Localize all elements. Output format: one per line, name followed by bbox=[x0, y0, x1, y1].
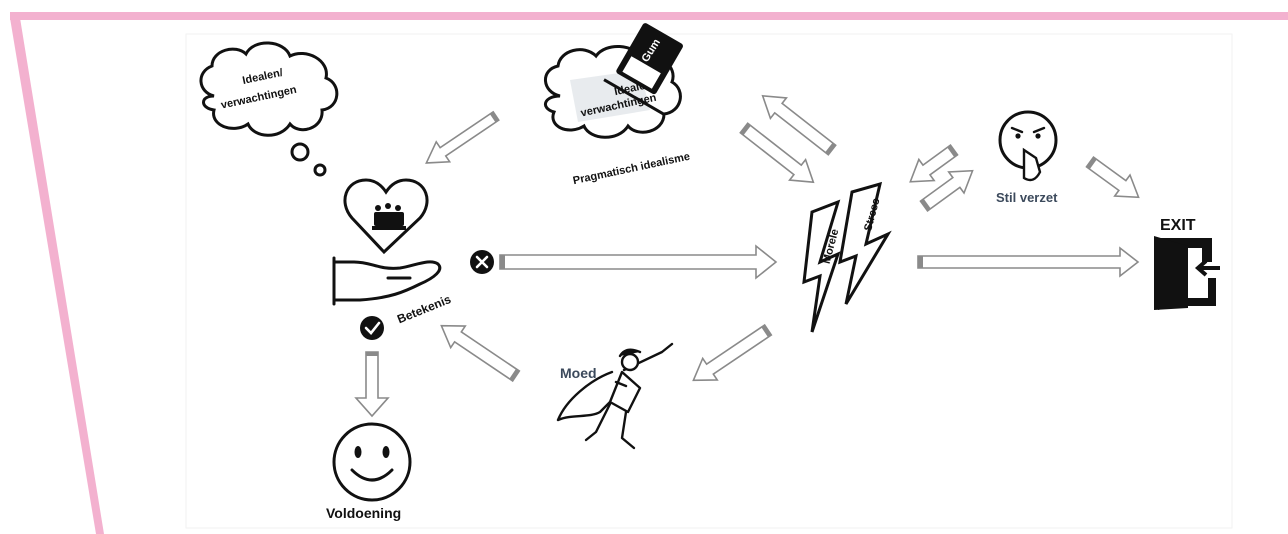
satisfaction-label: Voldoening bbox=[326, 505, 401, 521]
courage-label: Moed bbox=[560, 365, 597, 381]
exit-label: EXIT bbox=[1160, 217, 1196, 234]
silent-resistance-label: Stil verzet bbox=[996, 190, 1058, 205]
cross-circle-icon bbox=[470, 250, 494, 274]
check-circle-icon bbox=[360, 316, 384, 340]
smiley-icon bbox=[334, 424, 410, 500]
